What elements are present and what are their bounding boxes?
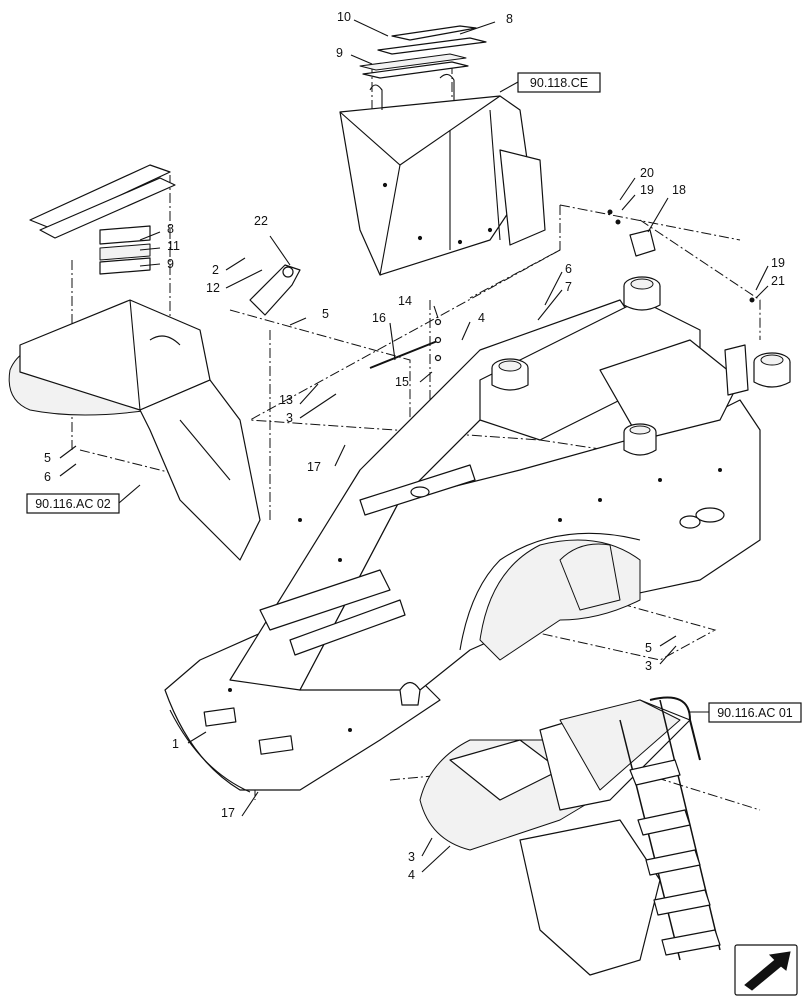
- callout-15: 15: [395, 375, 409, 389]
- callout-19: 19: [771, 256, 785, 270]
- callout-5: 5: [322, 307, 329, 321]
- callout-6: 6: [565, 262, 572, 276]
- next-page-arrow-icon[interactable]: [734, 944, 798, 996]
- callout-16: 16: [372, 311, 386, 325]
- callout-22: 22: [254, 214, 268, 228]
- reference-90-116-ac-01[interactable]: 90.116.AC 01: [690, 702, 802, 723]
- cylinder-mount-top: [623, 276, 661, 311]
- reference-90-116-ac-02[interactable]: 90.116.AC 02: [26, 484, 141, 514]
- cylinder-mount-right: [724, 344, 791, 396]
- callout-18: 18: [672, 183, 686, 197]
- bracket-18: [607, 209, 755, 303]
- callout-3: 3: [286, 411, 293, 425]
- svg-text:90.116.AC 02: 90.116.AC 02: [35, 497, 111, 511]
- svg-text:90.116.AC 01: 90.116.AC 01: [717, 706, 793, 720]
- cylinder-mount-center: [623, 423, 657, 456]
- callout-9: 9: [336, 46, 343, 60]
- callout-4: 4: [478, 311, 485, 325]
- callout-20: 20: [640, 166, 654, 180]
- left-grip-strips: [29, 164, 176, 275]
- callout-8: 8: [167, 222, 174, 236]
- callout-9: 9: [167, 257, 174, 271]
- callout-4: 4: [408, 868, 415, 882]
- callout-14: 14: [398, 294, 412, 308]
- callout-5: 5: [645, 641, 652, 655]
- callout-12: 12: [206, 281, 220, 295]
- callout-5: 5: [44, 451, 51, 465]
- callout-13: 13: [279, 393, 293, 407]
- callout-7: 7: [565, 280, 572, 294]
- top-grip-strips: [359, 25, 487, 79]
- callout-10: 10: [337, 10, 351, 24]
- callout-3: 3: [408, 850, 415, 864]
- callout-21: 21: [771, 274, 785, 288]
- callout-3: 3: [645, 659, 652, 673]
- callout-17: 17: [221, 806, 235, 820]
- callout-6: 6: [44, 470, 51, 484]
- center-top-cover: [339, 73, 546, 276]
- main-frame: [164, 276, 791, 793]
- callout-11: 11: [167, 239, 180, 253]
- left-platform-fender: [8, 299, 261, 561]
- bracket-22: [249, 264, 301, 316]
- callout-1: 1: [172, 737, 179, 751]
- callout-2: 2: [212, 263, 219, 277]
- cylinder-mount-left: [491, 358, 529, 391]
- rod-16: [369, 318, 442, 369]
- callout-labels: 10 8 9 20 19 18 8 11 9 22 2 12 5 14 16 4…: [44, 10, 785, 882]
- reference-90-118-ce[interactable]: 90.118.CE: [499, 72, 601, 93]
- callout-leaders: [59, 19, 769, 873]
- callout-17: 17: [307, 460, 321, 474]
- callout-8: 8: [506, 12, 513, 26]
- callout-19: 19: [640, 183, 654, 197]
- svg-text:90.118.CE: 90.118.CE: [530, 76, 588, 90]
- step-ladder-assembly: [419, 696, 721, 976]
